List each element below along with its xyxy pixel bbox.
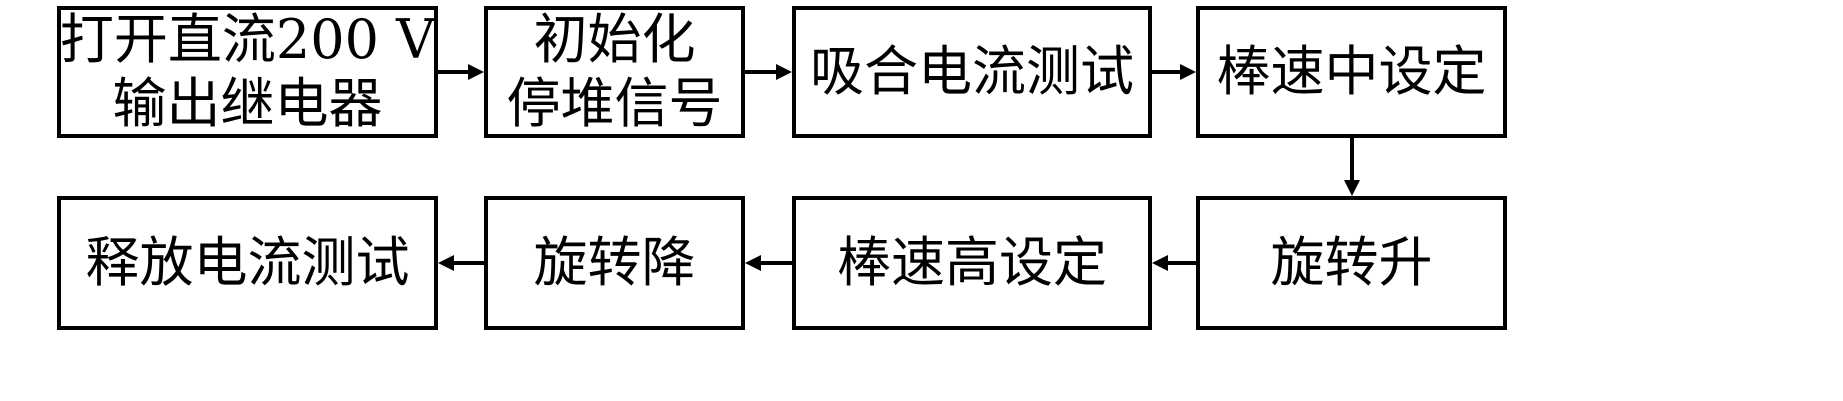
arrow-head	[1344, 180, 1360, 196]
step-label-line: 释放电流测试	[85, 231, 410, 294]
step-label-line: 旋转升	[1270, 231, 1433, 294]
step-pull-in-current-test: 吸合电流测试	[792, 6, 1152, 138]
arrow-head	[438, 255, 454, 271]
step-release-current-test: 释放电流测试	[57, 196, 438, 330]
arrow-head	[1152, 255, 1168, 271]
step-label-line: 棒速中设定	[1216, 40, 1487, 103]
arrow-head	[1180, 64, 1196, 80]
step-label-line: 打开直流200 V	[59, 8, 436, 71]
step-open-dc-relay: 打开直流200 V 输出继电器	[57, 6, 438, 138]
arrow-head	[776, 64, 792, 80]
step-label-line: 吸合电流测试	[810, 40, 1134, 103]
step-label-line: 旋转降	[533, 231, 696, 294]
step-label-line: 棒速高设定	[837, 231, 1107, 294]
step-rod-speed-high: 棒速高设定	[792, 196, 1152, 330]
arrow-head	[468, 64, 484, 80]
step-rotate-up: 旋转升	[1196, 196, 1507, 330]
step-rotate-down: 旋转降	[484, 196, 745, 330]
step-init-scram-signal: 初始化 停堆信号	[484, 6, 745, 138]
step-label-line: 初始化	[533, 8, 696, 71]
step-label-line: 停堆信号	[506, 72, 723, 135]
arrow-head	[745, 255, 761, 271]
step-rod-speed-mid: 棒速中设定	[1196, 6, 1507, 138]
step-label-line: 输出继电器	[112, 72, 383, 135]
